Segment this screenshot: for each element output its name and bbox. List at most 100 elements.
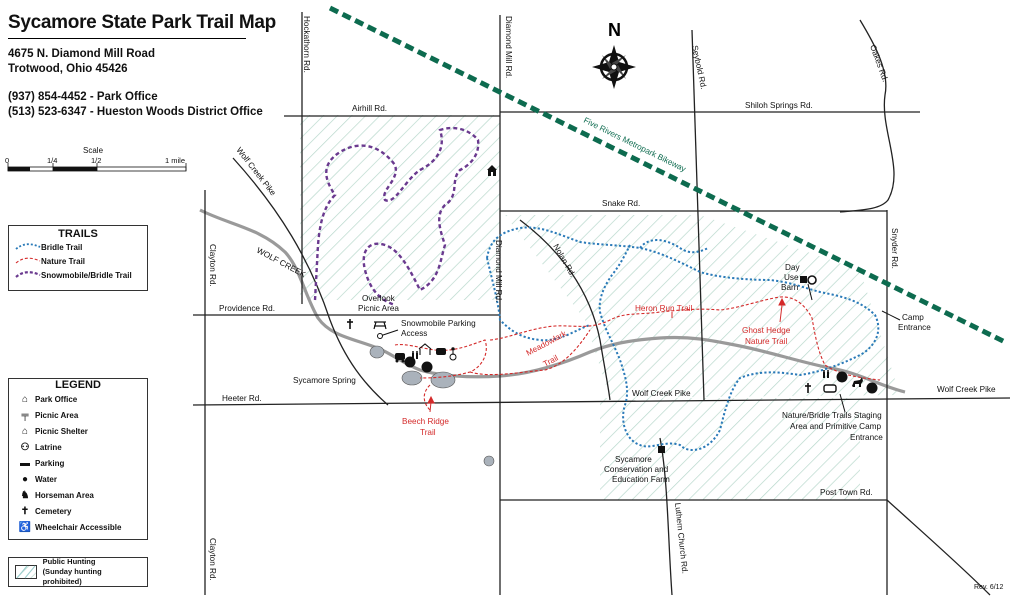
park-office-icon: ⌂ — [21, 393, 29, 405]
hunting-label: Public Hunting — [42, 557, 96, 566]
camp-entrance-arrow — [881, 310, 901, 321]
road-snyder-label: Snyder Rd. — [890, 228, 899, 269]
water-icon — [836, 371, 848, 383]
bridle-trail — [486, 226, 880, 451]
ghost-hedge-trail-label: Ghost Hedge — [742, 326, 791, 335]
picnic-area-icon — [373, 321, 387, 330]
water-icon — [421, 361, 433, 373]
heron-run-trail-label: Heron Run Trail — [635, 304, 693, 313]
address-line-2: Trotwood, Ohio 45426 — [8, 63, 128, 75]
legend-item-wheelchair: ♿Wheelchair Accessible — [15, 519, 141, 535]
conservation-farm-label-2: Conservation and — [604, 465, 669, 474]
legend-item-water: ● Water — [15, 471, 141, 487]
legend-item-park-office: ⌂Park Office — [15, 391, 141, 407]
pond — [369, 345, 385, 359]
trails-title: TRAILS — [58, 228, 98, 240]
bridle-trail — [486, 257, 591, 342]
horseman-icon: ♞ — [20, 489, 30, 501]
park-office-icon — [487, 165, 497, 176]
trail-legend-snowmobile: Snowmobile/Bridle Trail — [15, 268, 141, 282]
legend-item-label: Water — [35, 474, 57, 484]
water-icon — [866, 382, 878, 394]
revision-label: Rev. 6/12 — [974, 584, 1004, 591]
road-diamond-mill-top-label: Diamond Mill Rd. — [504, 16, 513, 78]
legend-item-cemetery: ✝Cemetery — [15, 503, 141, 519]
pond — [401, 370, 423, 386]
road-providence-label: Providence Rd. — [219, 304, 275, 313]
legend-title: LEGEND — [55, 379, 101, 391]
latrine-icon — [412, 351, 418, 359]
road-airhill-label: Airhill Rd. — [352, 104, 387, 113]
cemetery-icon: ✝ — [20, 505, 30, 517]
camp-entrance-label-2: Entrance — [898, 323, 931, 332]
nature-trail — [489, 296, 881, 381]
staging-area-label-3: Entrance — [850, 433, 883, 442]
latrine-icon — [823, 370, 829, 378]
trail-legend-nature: Nature Trail — [15, 254, 141, 268]
wheelchair-icon: ♿ — [18, 521, 32, 533]
snowmobile-parking-label-2: Access — [401, 329, 427, 338]
scale-title: Scale — [83, 146, 104, 155]
address-line-1: 4675 N. Diamond Mill Road — [8, 48, 155, 60]
pond — [430, 371, 456, 389]
trail-legend-label: Nature Trail — [41, 256, 86, 266]
staging-area-arrow — [839, 393, 846, 413]
scale-tick-mile: 1 mile — [165, 156, 186, 165]
bikeway-label: Five Rivers Metropark Bikeway — [582, 116, 688, 174]
conservation-farm-label: Sycamore — [615, 455, 652, 464]
road-diamond-mill-mid-label: Diamond Mill Rd. — [494, 240, 503, 302]
trails-box: TRAILS Bridle Trail Nature Trail Snowmob… — [8, 225, 148, 291]
compass-north-label: N — [608, 20, 621, 40]
day-use-barn-label-2: Use — [784, 273, 799, 282]
camp-entrance-label: Camp — [902, 313, 924, 322]
legend-item-parking: ▬ Parking — [15, 455, 141, 471]
road-wolf-creek-pike-diag-label: Wolf Creek Pike — [234, 146, 277, 198]
road-clayton-top-label: Clayton Rd. — [208, 244, 217, 287]
beech-ridge-trail-label-2: Trail — [420, 428, 436, 437]
snowmobile-access-marker — [377, 329, 399, 339]
road-oakes-label: Oakes Rd. — [868, 44, 890, 83]
road-clayton-bottom-label: Clayton Rd. — [208, 538, 217, 581]
trail-callouts — [427, 297, 786, 413]
phone-district-office: (513) 523-6347 - Hueston Woods District … — [8, 106, 263, 118]
staging-area-label: Nature/Bridle Trails Staging — [782, 411, 882, 420]
compass-rose — [592, 45, 636, 89]
scale-tick-quarter: 1/4 — [47, 156, 58, 165]
legend-box: LEGEND ⌂Park Office ╤Picnic Area ⌂ Picnic… — [8, 378, 148, 540]
road-hockathorn-label: Hockathorn Rd. — [302, 16, 311, 73]
water-icon: ● — [21, 473, 29, 485]
scale-tick-half: 1/2 — [91, 156, 102, 165]
horseman-icon — [852, 377, 863, 387]
road-wolf-creek-pike-mid-label: Wolf Creek Pike — [632, 389, 691, 398]
cemetery-icon — [805, 383, 811, 393]
trail-legend-bridle: Bridle Trail — [15, 240, 141, 254]
day-use-barn-label: Day — [785, 263, 800, 272]
legend-item-label: Picnic Area — [35, 410, 79, 420]
parking-icon — [395, 353, 405, 363]
picnic-shelter-icon — [418, 343, 432, 355]
road-snake-label: Snake Rd. — [602, 199, 640, 208]
legend-item-label: Picnic Shelter — [35, 426, 88, 436]
nature-trail — [469, 329, 591, 376]
title-rule — [8, 38, 246, 39]
picnic-shelter-icon: ⌂ — [21, 425, 29, 437]
overlook-label: Overlook — [362, 294, 396, 303]
parking-icon: ▬ — [20, 457, 30, 469]
legend-item-label: Latrine — [35, 442, 62, 452]
meadowlark-trail-label: Meadowlark — [525, 329, 569, 358]
legend-item-picnic-area: ╤Picnic Area — [15, 407, 141, 423]
legend-item-latrine: ⚇Latrine — [15, 439, 141, 455]
day-use-barn-icon — [800, 276, 807, 283]
roads — [192, 12, 1011, 596]
ghost-hedge-trail-label-2: Nature Trail — [745, 337, 787, 346]
nature-trail — [394, 339, 487, 411]
legend-item-label: Parking — [35, 458, 65, 468]
hunting-swatch — [15, 565, 37, 579]
trail-legend-label: Bridle Trail — [41, 242, 83, 252]
day-use-barn-label-3: Barn — [781, 283, 799, 292]
road-shiloh-label: Shiloh Springs Rd. — [745, 101, 813, 110]
legend-item-picnic-shelter: ⌂ Picnic Shelter — [15, 423, 141, 439]
staging-area-label-2: Area and Primitive Camp — [790, 422, 881, 431]
